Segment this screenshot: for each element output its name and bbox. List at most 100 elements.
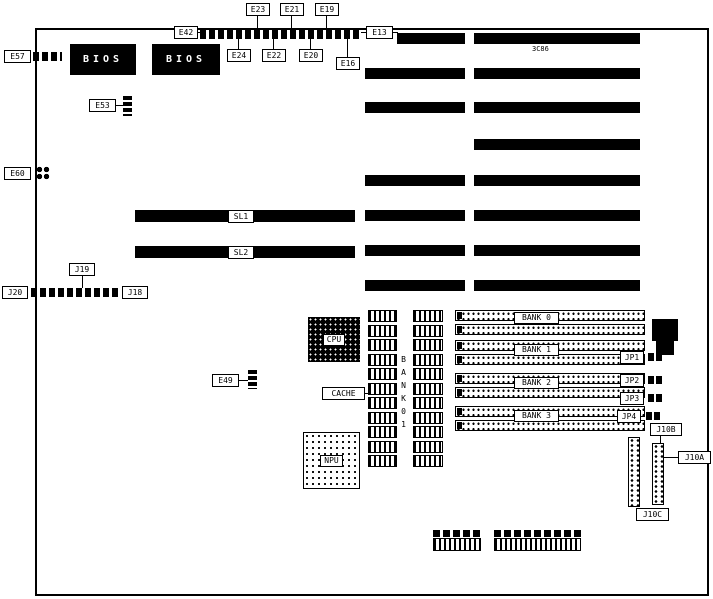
cache-dip-chip [368, 397, 397, 409]
jumper-pin-strip-top [200, 29, 360, 39]
cache-dip-chip [368, 310, 397, 322]
cache-dip-chip [368, 412, 397, 424]
jumper-label-e57: E57 [4, 50, 31, 63]
leader-cache [365, 393, 369, 394]
jumper-label-e22: E22 [262, 49, 286, 62]
leader-e49 [239, 380, 248, 381]
cache-dip-chip [413, 412, 443, 424]
isa-slot-row7-left [365, 245, 465, 256]
pin-header-j10-left [628, 437, 640, 507]
memory-bank0-label: BANK 0 [514, 312, 559, 324]
silkscreen-marking: 3C86 [532, 45, 549, 53]
leader-j10a [664, 457, 678, 458]
cache-dip-chip [368, 455, 397, 467]
isa-slot-row6-right [474, 210, 640, 221]
cache-dip-chip [368, 339, 397, 351]
npu-socket: NPU [303, 432, 360, 489]
memory-bank2-label: BANK 2 [514, 377, 559, 389]
jumper-label-e24: E24 [227, 49, 251, 62]
cache-dip-chip [413, 354, 443, 366]
isa-slot-row7-right [474, 245, 640, 256]
jumper-label-e23: E23 [246, 3, 270, 16]
leader-e53 [116, 105, 123, 106]
jumper-block-jp3 [648, 394, 663, 402]
cache-dip-chip [413, 441, 443, 453]
isa-slot-row4-right [474, 139, 640, 150]
leader-e13-left [361, 32, 366, 33]
jumper-label-e20: E20 [299, 49, 323, 62]
isa-slot-row8-right [474, 280, 640, 291]
cache-dip-chip [368, 383, 397, 395]
jumper-block-jp1 [648, 353, 663, 361]
jumper-block-e49 [248, 370, 257, 389]
cache-dip-chip [368, 426, 397, 438]
cache-dip-chip [413, 426, 443, 438]
connector-label-j20: J20 [2, 286, 28, 299]
isa-slot-row3-right [474, 102, 640, 113]
connector-pin-strip-j20-j18 [31, 288, 119, 297]
cache-bank-vertical-label: BANK01 [398, 355, 409, 459]
cpu-label: CPU [322, 333, 346, 346]
connector-label-j10a: J10A [678, 451, 711, 464]
jumper-label-jp2: JP2 [620, 374, 644, 387]
cpu-chip: CPU [308, 317, 360, 362]
cache-dip-chip [413, 339, 443, 351]
leader-e21 [291, 16, 292, 29]
bottom-connector-a [433, 538, 481, 551]
simm-socket-bank0-2 [455, 324, 645, 335]
cache-dip-chip [368, 441, 397, 453]
bios-chip-2: BIOS [152, 44, 220, 75]
cache-dip-chip [413, 368, 443, 380]
npu-label: NPU [320, 454, 343, 467]
jumper-label-e16: E16 [336, 57, 360, 70]
jumper-label-e13: E13 [366, 26, 393, 39]
memory-bank3-label: BANK 3 [514, 410, 559, 422]
keyboard-connector [652, 319, 678, 341]
connector-label-j19: J19 [69, 263, 95, 276]
cache-dip-chip [368, 368, 397, 380]
cache-label: CACHE [322, 387, 365, 400]
isa-slot-row2-right [474, 68, 640, 79]
leader-e19 [326, 16, 327, 29]
bottom-connector-b-pins [494, 530, 581, 537]
jumper-label-jp3: JP3 [620, 392, 644, 405]
jumper-label-e19: E19 [315, 3, 339, 16]
slot-label-sl1: SL1 [228, 210, 254, 223]
slot-label-sl2: SL2 [228, 246, 254, 259]
connector-label-j18: J18 [122, 286, 148, 299]
isa-slot-row1-left [397, 33, 465, 44]
jumper-block-e53 [123, 96, 132, 116]
jumper-label-e42: E42 [174, 26, 198, 39]
bios-chip-1: BIOS [70, 44, 136, 75]
leader-e42 [198, 32, 202, 33]
connector-label-j10c: J10C [636, 508, 669, 521]
jumper-label-e53: E53 [89, 99, 116, 112]
cache-dip-chip [413, 310, 443, 322]
isa-slot-row5-right [474, 175, 640, 186]
jumper-label-e49: E49 [212, 374, 239, 387]
bottom-connector-a-pins [433, 530, 481, 537]
jumper-block-e57 [33, 52, 62, 61]
leader-e16 [347, 39, 348, 57]
jumper-block-jp4 [646, 412, 661, 420]
jumper-block-jp2 [648, 376, 663, 384]
memory-bank1-label: BANK 1 [514, 344, 559, 356]
leader-j19 [82, 276, 83, 288]
cache-dip-chip [413, 383, 443, 395]
isa-slot-row6-left [365, 210, 465, 221]
jumper-block-e60 [36, 166, 50, 180]
leader-e13-right [393, 32, 398, 33]
cache-dip-chip [413, 397, 443, 409]
cache-dip-chip [368, 325, 397, 337]
pin-header-j10-right [652, 443, 664, 505]
isa-slot-row8-left [365, 280, 465, 291]
cache-dip-chip [413, 325, 443, 337]
jumper-label-jp1: JP1 [620, 351, 644, 364]
isa-slot-row3-left [365, 102, 465, 113]
jumper-label-e21: E21 [280, 3, 304, 16]
isa-slot-row2-left [365, 68, 465, 79]
jumper-label-jp4: JP4 [617, 410, 641, 423]
leader-e22 [273, 39, 274, 49]
isa-slot-row1-right [474, 33, 640, 44]
